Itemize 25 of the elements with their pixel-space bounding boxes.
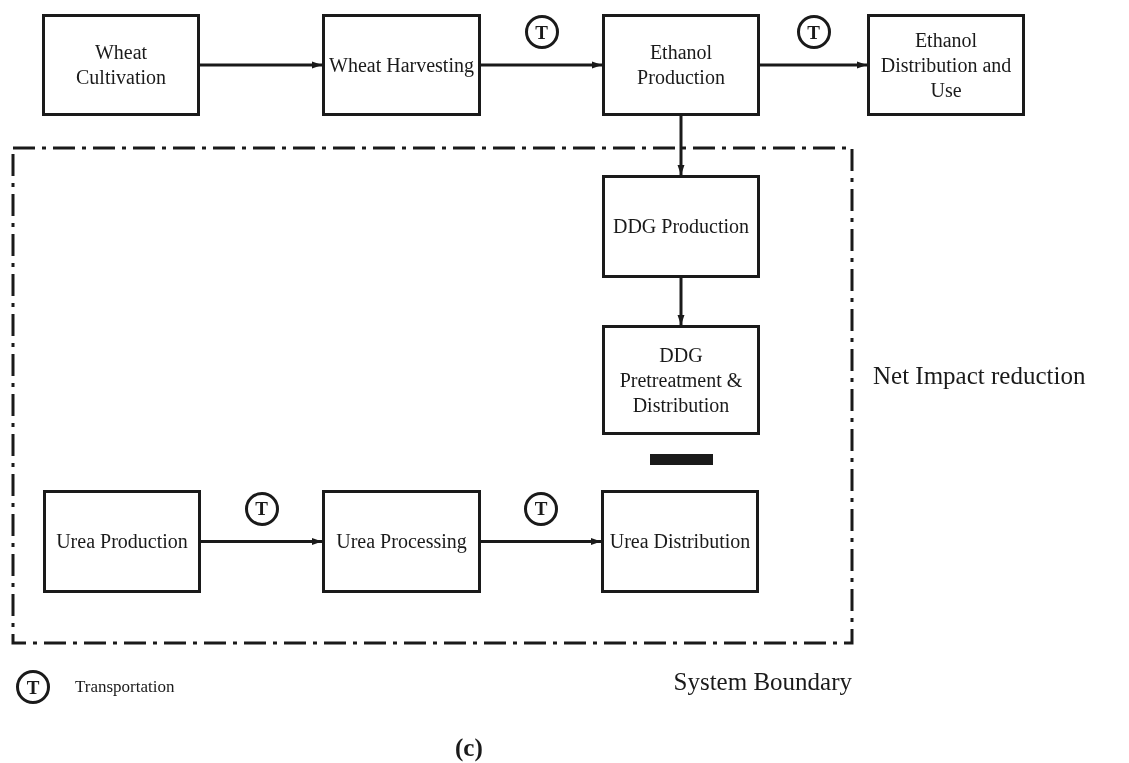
arrow xyxy=(201,538,322,545)
legend-symbol: T xyxy=(16,670,50,704)
boundary-title: System Boundary xyxy=(673,669,852,694)
arrow xyxy=(760,61,867,69)
arrow xyxy=(481,61,602,69)
process-box: Urea Processing xyxy=(322,490,481,593)
legend-label: Transportation xyxy=(75,678,175,695)
figure-label: (c) xyxy=(455,735,483,760)
arrow xyxy=(200,61,322,69)
process-box: Ethanol Production xyxy=(602,14,760,116)
arrow xyxy=(677,278,685,325)
annotation: Net Impact reduction xyxy=(873,363,1086,388)
process-box: Urea Production xyxy=(43,490,201,593)
transport-badge: T xyxy=(524,15,559,49)
process-box: DDG Production xyxy=(602,175,760,278)
transport-badge: T xyxy=(244,491,279,526)
transport-badge: T xyxy=(524,491,558,526)
arrow xyxy=(677,116,685,175)
process-box: Ethanol Distribution and Use xyxy=(867,14,1025,116)
transport-badge: T xyxy=(796,15,831,49)
process-box: Wheat Harvesting xyxy=(322,14,481,116)
arrow xyxy=(481,538,601,545)
process-box: Wheat Cultivation xyxy=(42,14,200,116)
process-box: Urea Distribution xyxy=(601,490,759,593)
process-box: DDG Pretreatment & Distribution xyxy=(602,325,760,435)
